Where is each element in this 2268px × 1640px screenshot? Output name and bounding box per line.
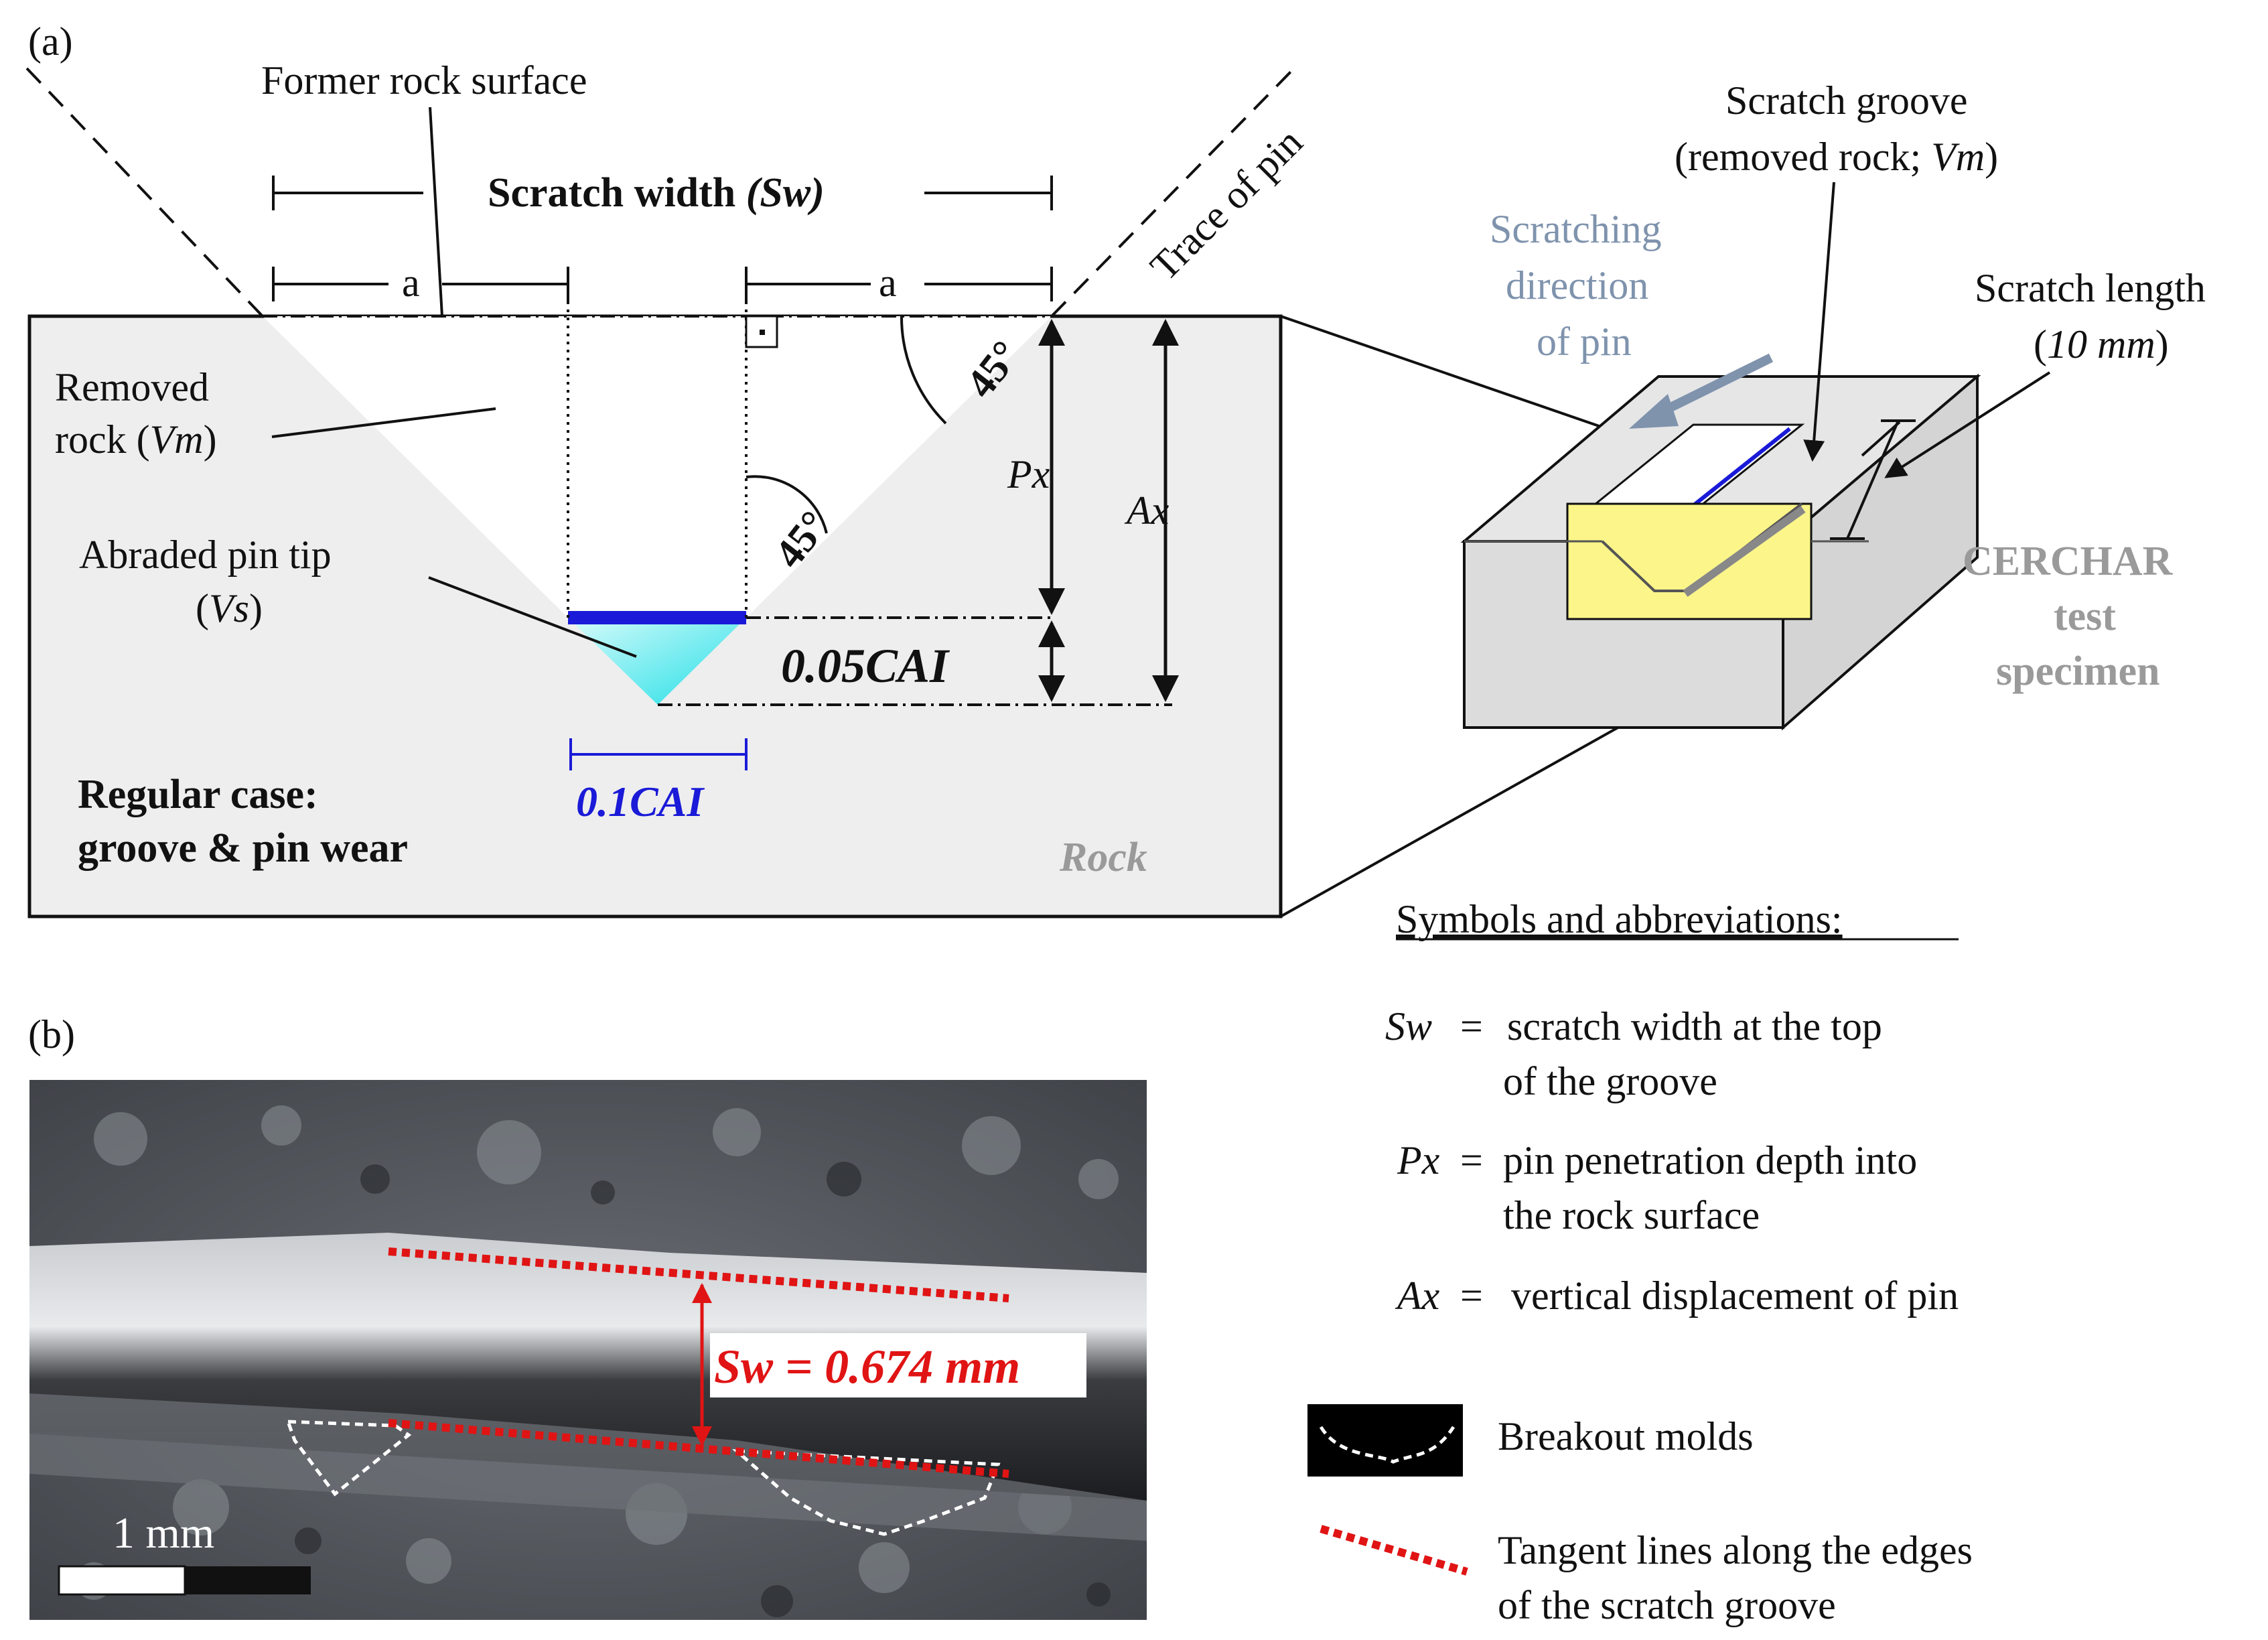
direction-label-1: Scratching [1490, 207, 1662, 251]
removed-rock-label-1: Removed [55, 365, 209, 409]
regular-case-2: groove & pin wear [78, 825, 408, 871]
groove-label-1: Scratch groove [1725, 78, 1968, 123]
length-label-2: (10 mm) [2034, 322, 2169, 366]
legend-breakout-label: Breakout molds [1498, 1414, 1754, 1458]
svg-text:=: = [1460, 1138, 1483, 1182]
breakout-mold-left [285, 1420, 412, 1497]
panel-a-label: (a) [28, 19, 73, 64]
abraded-leader [428, 576, 637, 658]
legend-tangent-swatch [1320, 1525, 1468, 1576]
abraded-label-1: Abraded pin tip [79, 533, 332, 577]
trace-left-line [25, 67, 264, 318]
dim-a-left: a [402, 261, 420, 305]
angle-arc-top [900, 316, 947, 425]
cerchar-specimen [1460, 373, 1981, 731]
legend-title: Symbols and abbreviations: [1396, 897, 1843, 941]
legend-tangent-1: Tangent lines along the edges [1498, 1528, 1973, 1572]
svg-text:=: = [1460, 1274, 1483, 1318]
removed-rock-region [263, 316, 1052, 618]
legend-px-def-2: the rock surface [1503, 1193, 1760, 1237]
tangent-line-bottom [388, 1419, 1009, 1478]
length-label-1: Scratch length [1975, 266, 2206, 310]
legend-sw-sym: Sw [1385, 1004, 1432, 1048]
groove-leader [1803, 182, 1835, 462]
legend-px-def-1: pin penetration depth into [1503, 1138, 1917, 1182]
direction-arrow-head [1629, 394, 1679, 429]
specimen-label-3: specimen [1996, 648, 2160, 694]
direction-label-2: direction [1506, 263, 1648, 308]
sw-value-box [710, 1333, 1086, 1397]
regular-case-1: Regular case: [78, 772, 318, 817]
scale-bar-white [58, 1565, 186, 1596]
length-leader [1884, 371, 2051, 478]
rock-label: Rock [1059, 835, 1147, 880]
abraded-label-2: (Vs) [196, 586, 263, 630]
former-surface-leader [429, 107, 443, 317]
scratch-width-label: Scratch width (Sw) [488, 170, 825, 216]
panel-b-label: (b) [28, 1012, 75, 1056]
scale-label: 1 mm [113, 1509, 214, 1558]
removed-rock-leader [271, 407, 496, 438]
px-label: Px [1007, 452, 1050, 496]
legend-sw-def-1: scratch width at the top [1507, 1004, 1882, 1048]
direction-label-3: of pin [1537, 320, 1632, 364]
groove-label-2: (removed rock; Vm) [1675, 135, 1998, 179]
cai-width-label: 0.1CAI [576, 778, 705, 825]
dim-a-right: a [879, 261, 897, 305]
tangent-line-top [388, 1247, 1009, 1302]
trace-right-line [1050, 67, 1295, 318]
former-surface-label: Former rock surface [261, 58, 587, 102]
legend-px-sym: Px [1397, 1138, 1440, 1182]
cai-depth-label: 0.05CAI [781, 639, 950, 693]
ax-label: Ax [1124, 488, 1170, 533]
angle-arc-mid [746, 475, 828, 534]
trace-of-pin-label: Trace of pin [1142, 120, 1311, 289]
sw-value: Sw = 0.674 mm [714, 1340, 1020, 1393]
abraded-pin-tip [568, 618, 746, 705]
scale-bar-black [185, 1566, 311, 1594]
legend-ax-def: vertical displacement of pin [1511, 1274, 1959, 1318]
legend-ax-sym: Ax [1395, 1274, 1440, 1318]
legend-tangent-2: of the scratch groove [1498, 1583, 1836, 1627]
specimen-label-2: test [2054, 594, 2116, 639]
legend-sw-def-2: of the groove [1503, 1059, 1717, 1103]
specimen-label-1: CERCHAR [1963, 539, 2174, 584]
removed-rock-label-2: rock (Vm) [55, 417, 217, 462]
breakout-mold-right [731, 1449, 1001, 1536]
direction-arrow-shaft [1652, 353, 1774, 420]
svg-text:=: = [1460, 1004, 1483, 1048]
